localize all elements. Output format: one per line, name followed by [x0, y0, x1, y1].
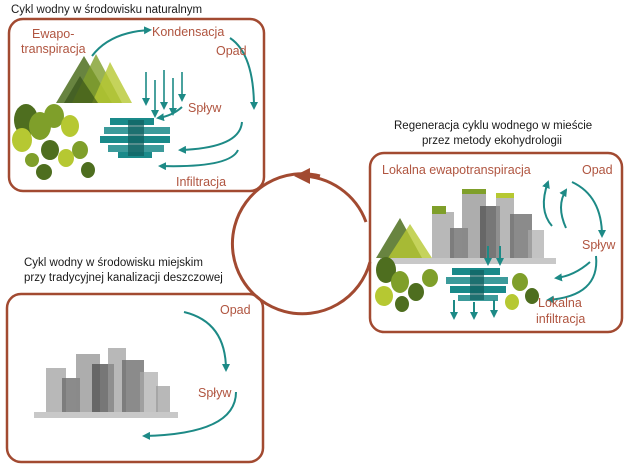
- natural-water-icon: [100, 118, 170, 158]
- natural-caption: Cykl wodny w środowisku naturalnym: [11, 4, 203, 16]
- natural-label-evapotranspiration-1: Ewapo-: [32, 27, 75, 41]
- urban-caption-line2: przy tradycyjnej kanalizacji deszczowej: [24, 272, 223, 284]
- urban-label-precipitation: Opad: [220, 303, 251, 317]
- regeneration-label-local-infiltration-2: infiltracja: [536, 312, 586, 326]
- urban-caption-line1: Cykl wodny w środowisku miejskim: [24, 257, 203, 269]
- urban-label-runoff: Spływ: [198, 386, 232, 400]
- natural-label-infiltration: Infiltracja: [176, 175, 227, 189]
- regeneration-label-local-infiltration-1: Lokalna: [538, 296, 582, 310]
- regeneration-water-icon: [446, 268, 508, 301]
- regeneration-label-local-evapotranspiration: Lokalna ewapotranspiracja: [382, 163, 531, 177]
- cycle-circle: [230, 167, 372, 316]
- regeneration-arrows: [450, 180, 606, 320]
- regeneration-city-icon: [380, 189, 556, 264]
- natural-label-evapotranspiration-2: transpiracja: [21, 42, 86, 56]
- natural-label-precipitation: Opad: [216, 44, 247, 58]
- natural-cycle-arrows: [91, 26, 258, 171]
- regeneration-label-precipitation: Opad: [582, 163, 613, 177]
- regeneration-label-runoff: Spływ: [582, 238, 616, 252]
- panel-natural-frame: [7, 17, 266, 193]
- natural-label-condensation: Kondensacja: [152, 25, 225, 39]
- regeneration-caption-line1: Regeneracja cyklu wodnego w mieście: [394, 120, 593, 132]
- natural-label-runoff: Spływ: [188, 101, 222, 115]
- regeneration-caption-line2: przez metody ekohydrologii: [422, 135, 562, 147]
- urban-arrows: [142, 311, 237, 440]
- urban-city-icon: [34, 348, 178, 418]
- panel-regeneration-frame: [368, 151, 624, 334]
- regeneration-trees-icon: [375, 218, 539, 312]
- natural-trees-icon: [12, 54, 132, 180]
- panel-urban-frame: [5, 292, 265, 464]
- natural-rain-icon: [142, 70, 186, 118]
